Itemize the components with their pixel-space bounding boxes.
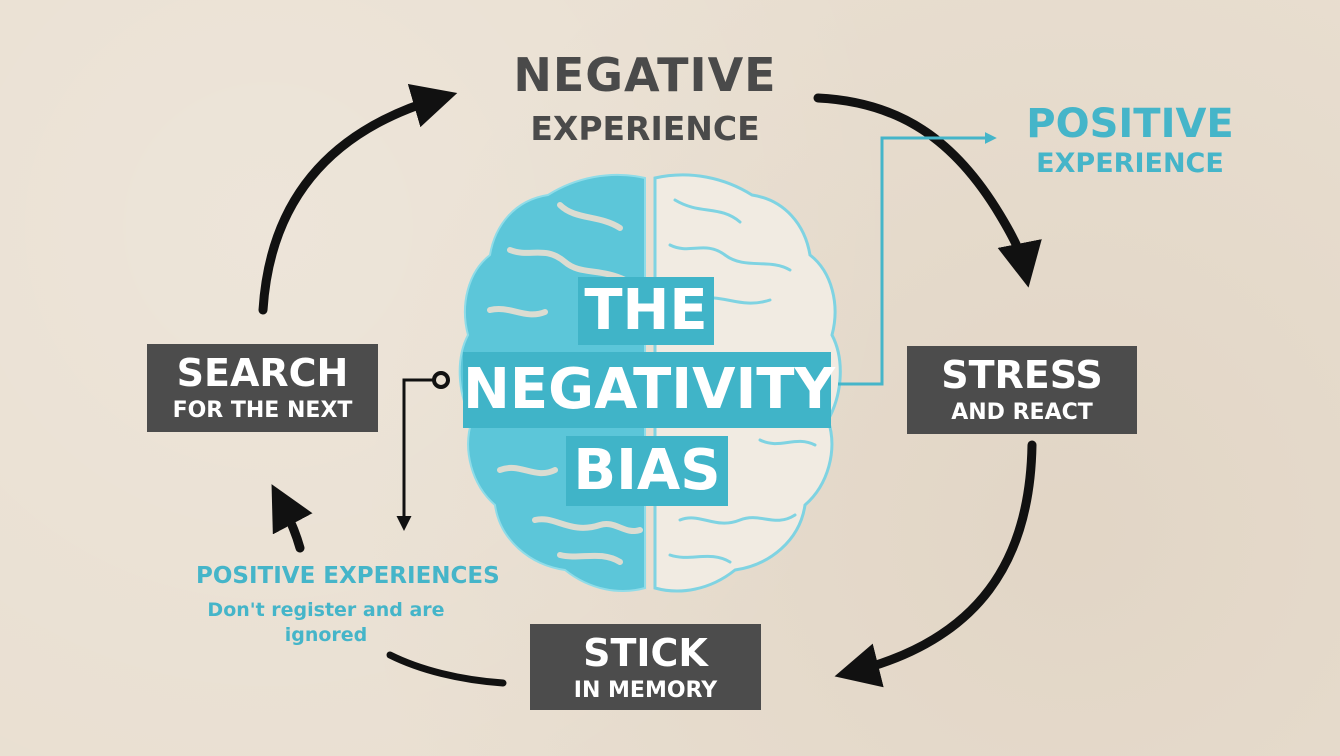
positive-experiences-description: Don't register and are ignored — [207, 599, 445, 646]
stress-label: STRESS — [941, 353, 1103, 397]
positive-experience-subtitle: EXPERIENCE — [1036, 148, 1224, 179]
arrow-ignored-to-search — [271, 484, 313, 553]
arrow-stick-to-ignored — [386, 651, 507, 687]
search-sublabel: FOR THE NEXT — [172, 398, 353, 423]
positive-experiences-title: POSITIVE EXPERIENCES — [196, 563, 500, 589]
connector-bias-to-ignored — [396, 371, 450, 531]
title-line-bias: BIAS — [566, 436, 728, 506]
cycle-arrows — [258, 83, 1042, 688]
arrow-search-to-negative — [258, 83, 458, 315]
connector-bias-to-positive — [838, 132, 997, 386]
stick-label: STICK — [583, 631, 708, 675]
negative-experience-title: NEGATIVE — [513, 48, 777, 102]
stick-sublabel: IN MEMORY — [573, 678, 718, 703]
stress-sublabel: AND REACT — [951, 400, 1093, 425]
stress-box: STRESS AND REACT — [907, 346, 1137, 434]
search-label: SEARCH — [176, 351, 349, 395]
arrow-stress-to-stick — [834, 440, 1037, 688]
stick-box: STICK IN MEMORY — [530, 624, 761, 710]
negative-experience-subtitle: EXPERIENCE — [530, 109, 760, 148]
title-line-the: THE — [578, 277, 714, 345]
arrow-negative-to-stress — [813, 93, 1042, 288]
search-box: SEARCH FOR THE NEXT — [147, 344, 378, 432]
positive-experience-title: POSITIVE — [1026, 101, 1234, 147]
title-line-negativity: NEGATIVITY — [463, 352, 835, 428]
